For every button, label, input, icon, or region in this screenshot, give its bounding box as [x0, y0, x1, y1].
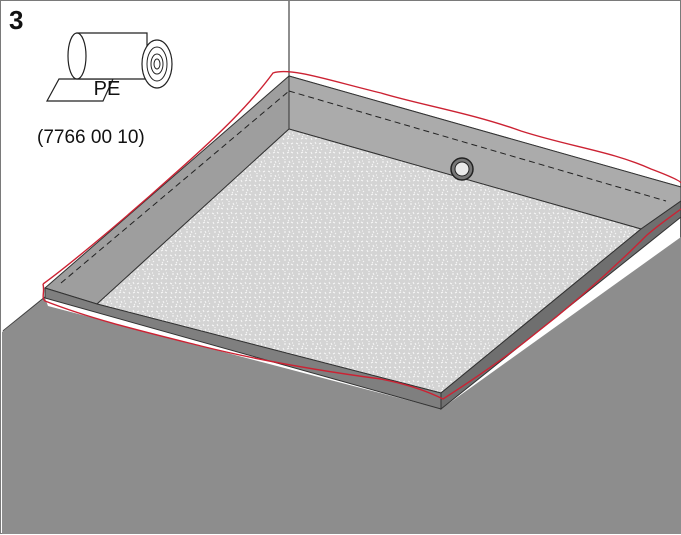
membrane-outline-bottom [42, 208, 681, 400]
tray-right-rim [440, 200, 681, 411]
step-number: 3 [9, 5, 24, 35]
floor-surface [2, 237, 681, 534]
drain-icon [450, 157, 474, 181]
wall-floor-edge-left [2, 296, 46, 332]
wall-dashed-line-right [288, 90, 667, 202]
article-number: (7766 00 10) [37, 127, 145, 148]
material-label: PE [93, 78, 121, 100]
membrane-outline-top [42, 70, 681, 285]
membrane-roll-icon [45, 32, 173, 102]
